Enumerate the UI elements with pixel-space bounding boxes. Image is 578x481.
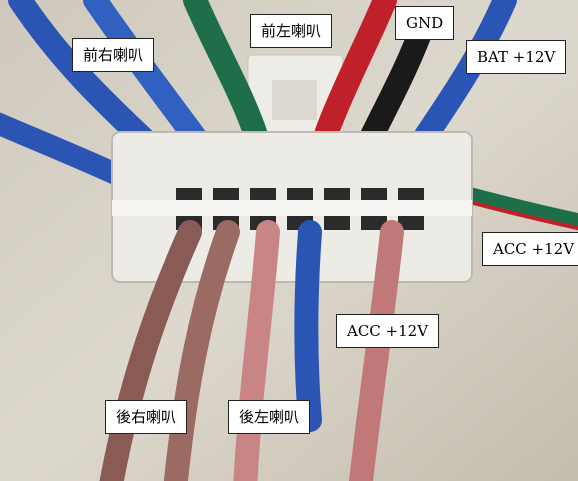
connector-divider [112, 200, 472, 216]
label-bat-12v: BAT +12V [466, 40, 567, 74]
wire-blue-lower [294, 220, 322, 432]
label-rear-left-speaker: 後左喇叭 [228, 400, 311, 434]
plug-latch [272, 80, 317, 120]
label-rear-right-speaker: 後右喇叭 [105, 400, 188, 434]
label-front-right-speaker: 前右喇叭 [72, 38, 155, 72]
wire-brown-rear-right-b [163, 220, 240, 481]
wire-brown-rear-right-a [99, 220, 202, 481]
label-gnd: GND [395, 6, 455, 40]
label-front-left-speaker: 前左喇叭 [250, 14, 333, 48]
label-acc-12v-right: ACC +12V [482, 232, 578, 266]
lower-wires [99, 220, 404, 481]
label-acc-12v-center: ACC +12V [336, 314, 440, 348]
wire-pink-rear-left [233, 220, 280, 481]
wire-pink-acc [348, 220, 404, 481]
